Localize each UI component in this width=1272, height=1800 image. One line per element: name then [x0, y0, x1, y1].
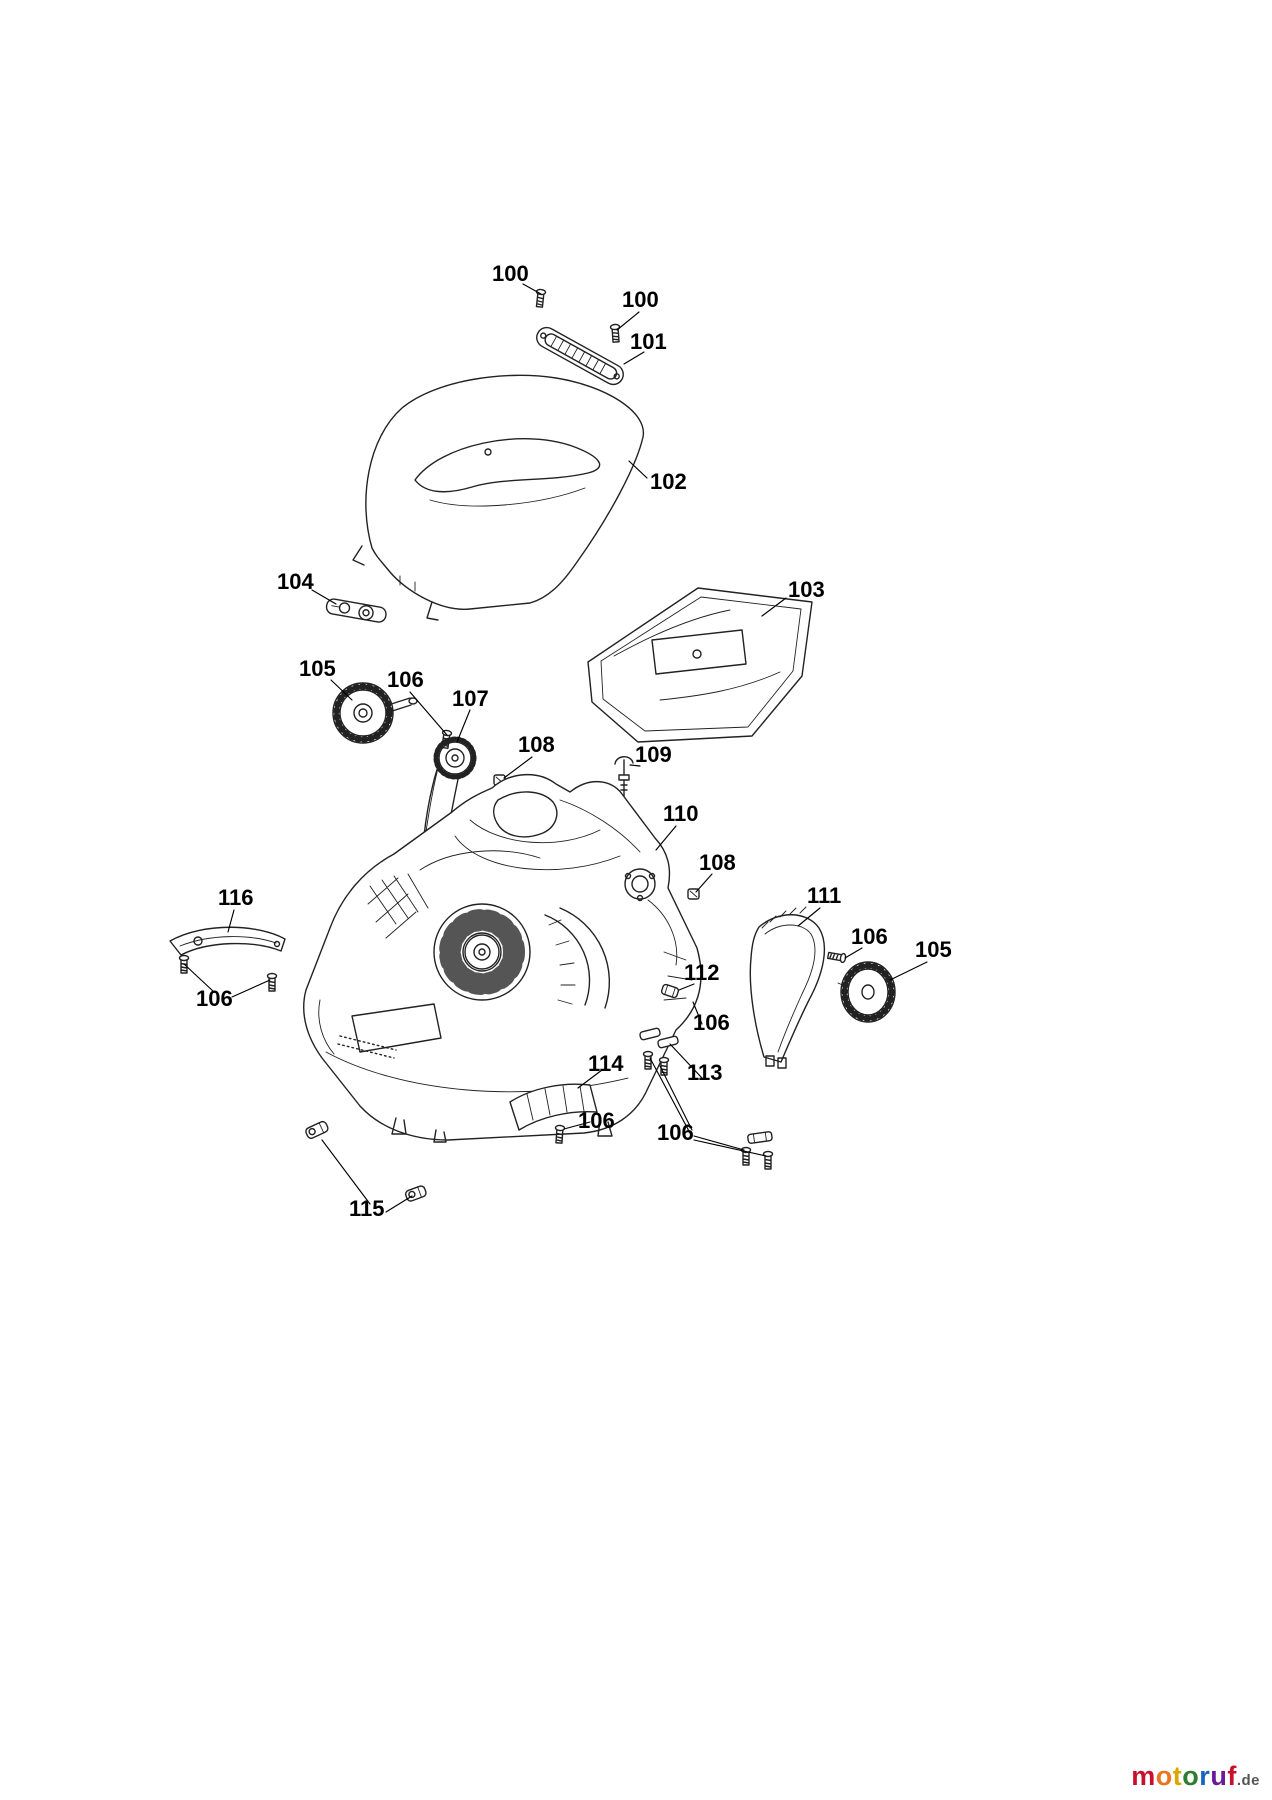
- part-label-113: 113: [687, 1060, 723, 1085]
- part-label-103: 103: [788, 577, 825, 602]
- part-label-100: 100: [622, 287, 659, 312]
- part-label-108: 108: [699, 850, 736, 875]
- watermark-letter: m: [1131, 1761, 1156, 1791]
- part-label-106: 106: [851, 924, 888, 949]
- part-116-arm: [169, 926, 286, 992]
- part-102-cover: [352, 374, 644, 621]
- part-113-clips: [639, 1027, 774, 1170]
- part-label-111: 111: [807, 883, 842, 908]
- part-label-101: 101: [630, 329, 667, 354]
- part-label-106: 106: [387, 667, 424, 692]
- part-104-latch: [325, 598, 387, 623]
- part-label-112: 112: [684, 960, 720, 985]
- watermark-letter: f: [1227, 1761, 1237, 1791]
- part-label-110: 110: [663, 801, 699, 826]
- part-label-114: 114: [588, 1051, 624, 1076]
- part-label-105: 105: [299, 656, 336, 681]
- part-label-105: 105: [915, 937, 952, 962]
- watermark-letter: t: [1172, 1761, 1183, 1791]
- part-114-baffle: [509, 1083, 598, 1144]
- part-label-116: 116: [218, 885, 254, 910]
- part-103-rear-panel: [587, 587, 813, 743]
- part-label-109: 109: [635, 742, 672, 767]
- part-109-pin: [614, 756, 634, 798]
- part-label-115: 115: [349, 1196, 385, 1221]
- watermark-letter: u: [1210, 1761, 1228, 1791]
- watermark-letter: r: [1199, 1761, 1211, 1791]
- part-label-106: 106: [693, 1010, 730, 1035]
- part-label-106: 106: [578, 1108, 615, 1133]
- part-label-104: 104: [277, 569, 314, 594]
- part-label-107: 107: [452, 686, 489, 711]
- part-label-108: 108: [518, 732, 555, 757]
- part-105-wheel-left: [332, 682, 418, 744]
- part-105-wheel-right: [837, 961, 896, 1023]
- part-110-deck-housing: [303, 773, 702, 1143]
- part-111-side-cover: [749, 906, 847, 1069]
- part-101-handle: [536, 326, 624, 386]
- part-label-100: 100: [492, 261, 529, 286]
- part-label-106: 106: [196, 986, 233, 1011]
- part-label-106: 106: [657, 1120, 694, 1145]
- watermark-logo[interactable]: motoruf.de: [1131, 1761, 1260, 1792]
- watermark-letter: o: [1182, 1761, 1200, 1791]
- part-112-spacer: [660, 983, 680, 999]
- leader-lines: [183, 283, 928, 1213]
- watermark-suffix: .de: [1236, 1772, 1260, 1789]
- watermark-letter: o: [1155, 1761, 1173, 1791]
- part-label-102: 102: [650, 469, 687, 494]
- watermark-word: motoruf: [1131, 1761, 1237, 1791]
